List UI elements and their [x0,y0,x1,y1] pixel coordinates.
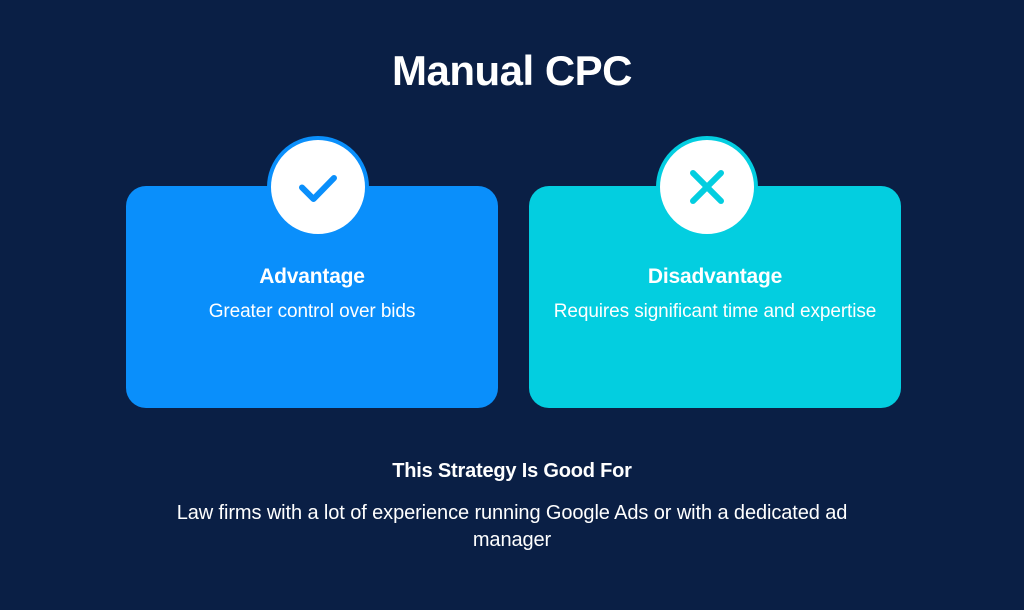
comparison-cards: Advantage Greater control over bids Disa… [126,136,901,408]
disadvantage-body: Requires significant time and expertise [553,301,877,323]
footer-heading: This Strategy Is Good For [392,460,632,482]
footer-body: Law firms with a lot of experience runni… [176,502,848,551]
footer-section: This Strategy Is Good For Law firms with… [0,458,1024,554]
advantage-body: Greater control over bids [208,301,416,323]
page-title: Manual CPC [391,47,633,94]
disadvantage-card: Disadvantage Requires significant time a… [529,186,901,408]
advantage-heading: Advantage [259,265,365,288]
cross-icon [681,161,733,213]
disadvantage-heading: Disadvantage [647,265,783,288]
disadvantage-card-text: Disadvantage Requires significant time a… [529,264,901,325]
advantage-badge [267,136,369,238]
check-icon [291,160,345,214]
disadvantage-badge [656,136,758,238]
advantage-card-text: Advantage Greater control over bids [126,264,498,325]
